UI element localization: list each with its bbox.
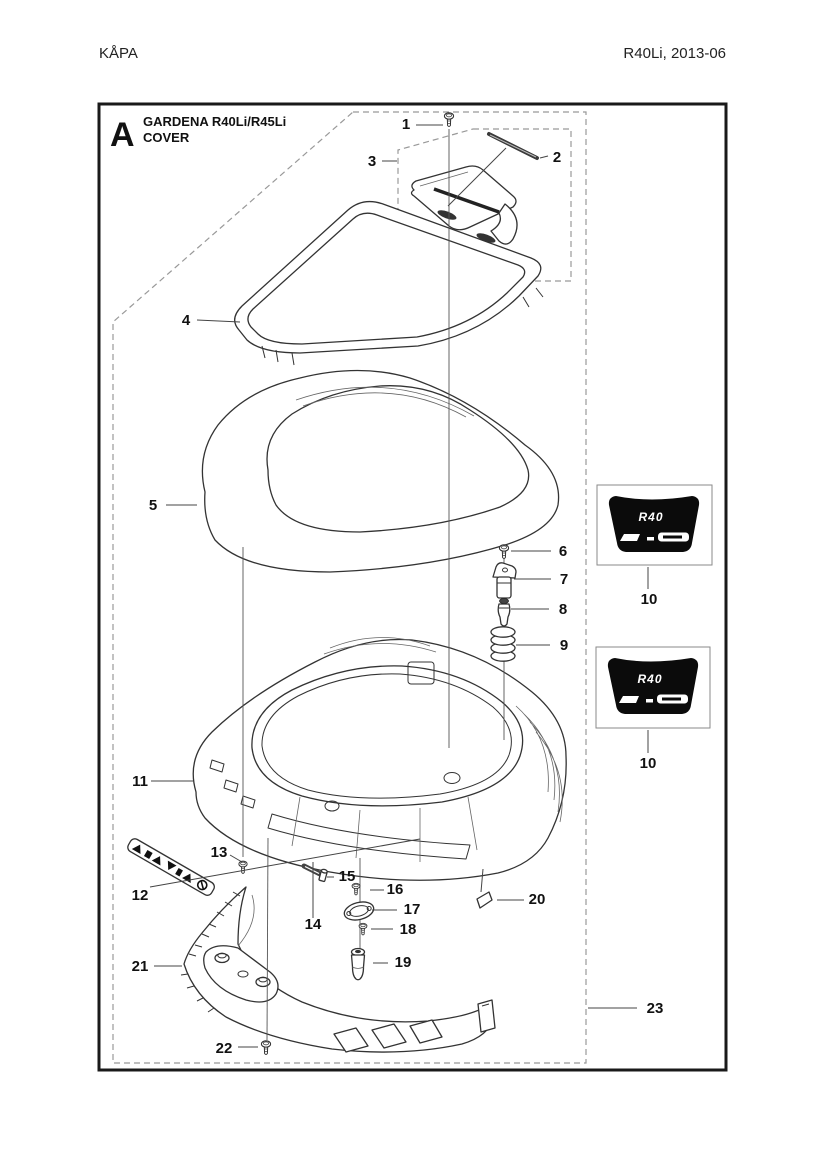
part-17-number-label: 17 — [404, 901, 421, 918]
panel-title-line1: GARDENA R40Li/R45Li — [143, 114, 286, 129]
part-2-leader-line — [447, 147, 507, 207]
part-8-number-label: 8 — [559, 601, 567, 618]
part-8-plunger-pin — [497, 598, 511, 627]
part-9-number-label: 9 — [560, 637, 568, 654]
decal-model-text-bottom: R40 — [637, 672, 662, 686]
rubber-pad — [437, 210, 457, 220]
part-20-number-label: 20 — [529, 891, 546, 908]
part-4-number-label: 4 — [182, 312, 191, 329]
part-14-number-label: 14 — [305, 916, 322, 933]
part-1-number-label: 1 — [402, 116, 410, 133]
part-10-decal-box-bottom: R40 — [595, 646, 711, 729]
part-2-number-label: 2 — [553, 149, 561, 166]
part-12-number-label: 12 — [132, 887, 149, 904]
part-7-stop-button-bracket — [492, 562, 517, 599]
section-letter: A — [110, 116, 135, 154]
part-16-screw — [351, 882, 361, 896]
part-15-number-label: 15 — [339, 868, 356, 885]
part-10-number-label: 10 — [640, 755, 657, 772]
part-3-top-trim-cover — [410, 165, 518, 245]
part-4-cover-frame — [234, 200, 544, 366]
part-6-number-label: 6 — [559, 543, 567, 560]
part-23-number-label: 23 — [647, 1000, 664, 1017]
part-22-number-label: 22 — [216, 1040, 233, 1057]
rubber-pad — [476, 233, 496, 243]
part-2-leader-line — [539, 155, 549, 159]
part-5-number-label: 5 — [149, 497, 157, 514]
part-2-rubber-trim-strip — [487, 132, 539, 160]
part-4-leader-line — [196, 319, 241, 323]
part-12-warning-decal-strip — [127, 838, 215, 896]
panel-title-line2: COVER — [143, 130, 190, 145]
part-13-leader-line — [229, 854, 243, 863]
part-16-number-label: 16 — [387, 881, 404, 898]
page-header-right: R40Li, 2013-06 — [623, 45, 726, 62]
part-11-number-label: 11 — [132, 773, 148, 790]
part-21-number-label: 21 — [132, 958, 149, 975]
part-22-screw — [260, 1040, 272, 1056]
part-6-screw — [498, 544, 510, 560]
part-17-button-washer — [343, 901, 375, 921]
part-21-front-bumper — [180, 886, 496, 1053]
part-10-decal-box-top: R40 — [596, 484, 713, 566]
part-7-number-label: 7 — [560, 571, 568, 588]
page-header-left: KÅPA — [99, 45, 138, 62]
part-10-number-label: 10 — [641, 591, 658, 608]
part-12-leader-line — [149, 838, 421, 888]
part-20-leader-line — [480, 868, 484, 893]
part-5-upper-cover — [201, 369, 560, 573]
part-19-rubber-damper — [350, 947, 366, 981]
panel-border — [97, 102, 728, 1072]
part-19-number-label: 19 — [395, 954, 412, 971]
part-11-lower-cover-body — [192, 637, 567, 881]
part-20-label-plate — [476, 891, 493, 909]
part-9-spring — [490, 626, 516, 662]
part-13-screw — [238, 860, 248, 874]
part-13-number-label: 13 — [211, 844, 228, 861]
decal-model-text-top: R40 — [638, 510, 663, 524]
part-1-screw — [443, 112, 455, 128]
part-18-number-label: 18 — [400, 921, 417, 938]
part-15-hinge-pin — [301, 863, 328, 883]
part-3-number-label: 3 — [368, 153, 376, 170]
